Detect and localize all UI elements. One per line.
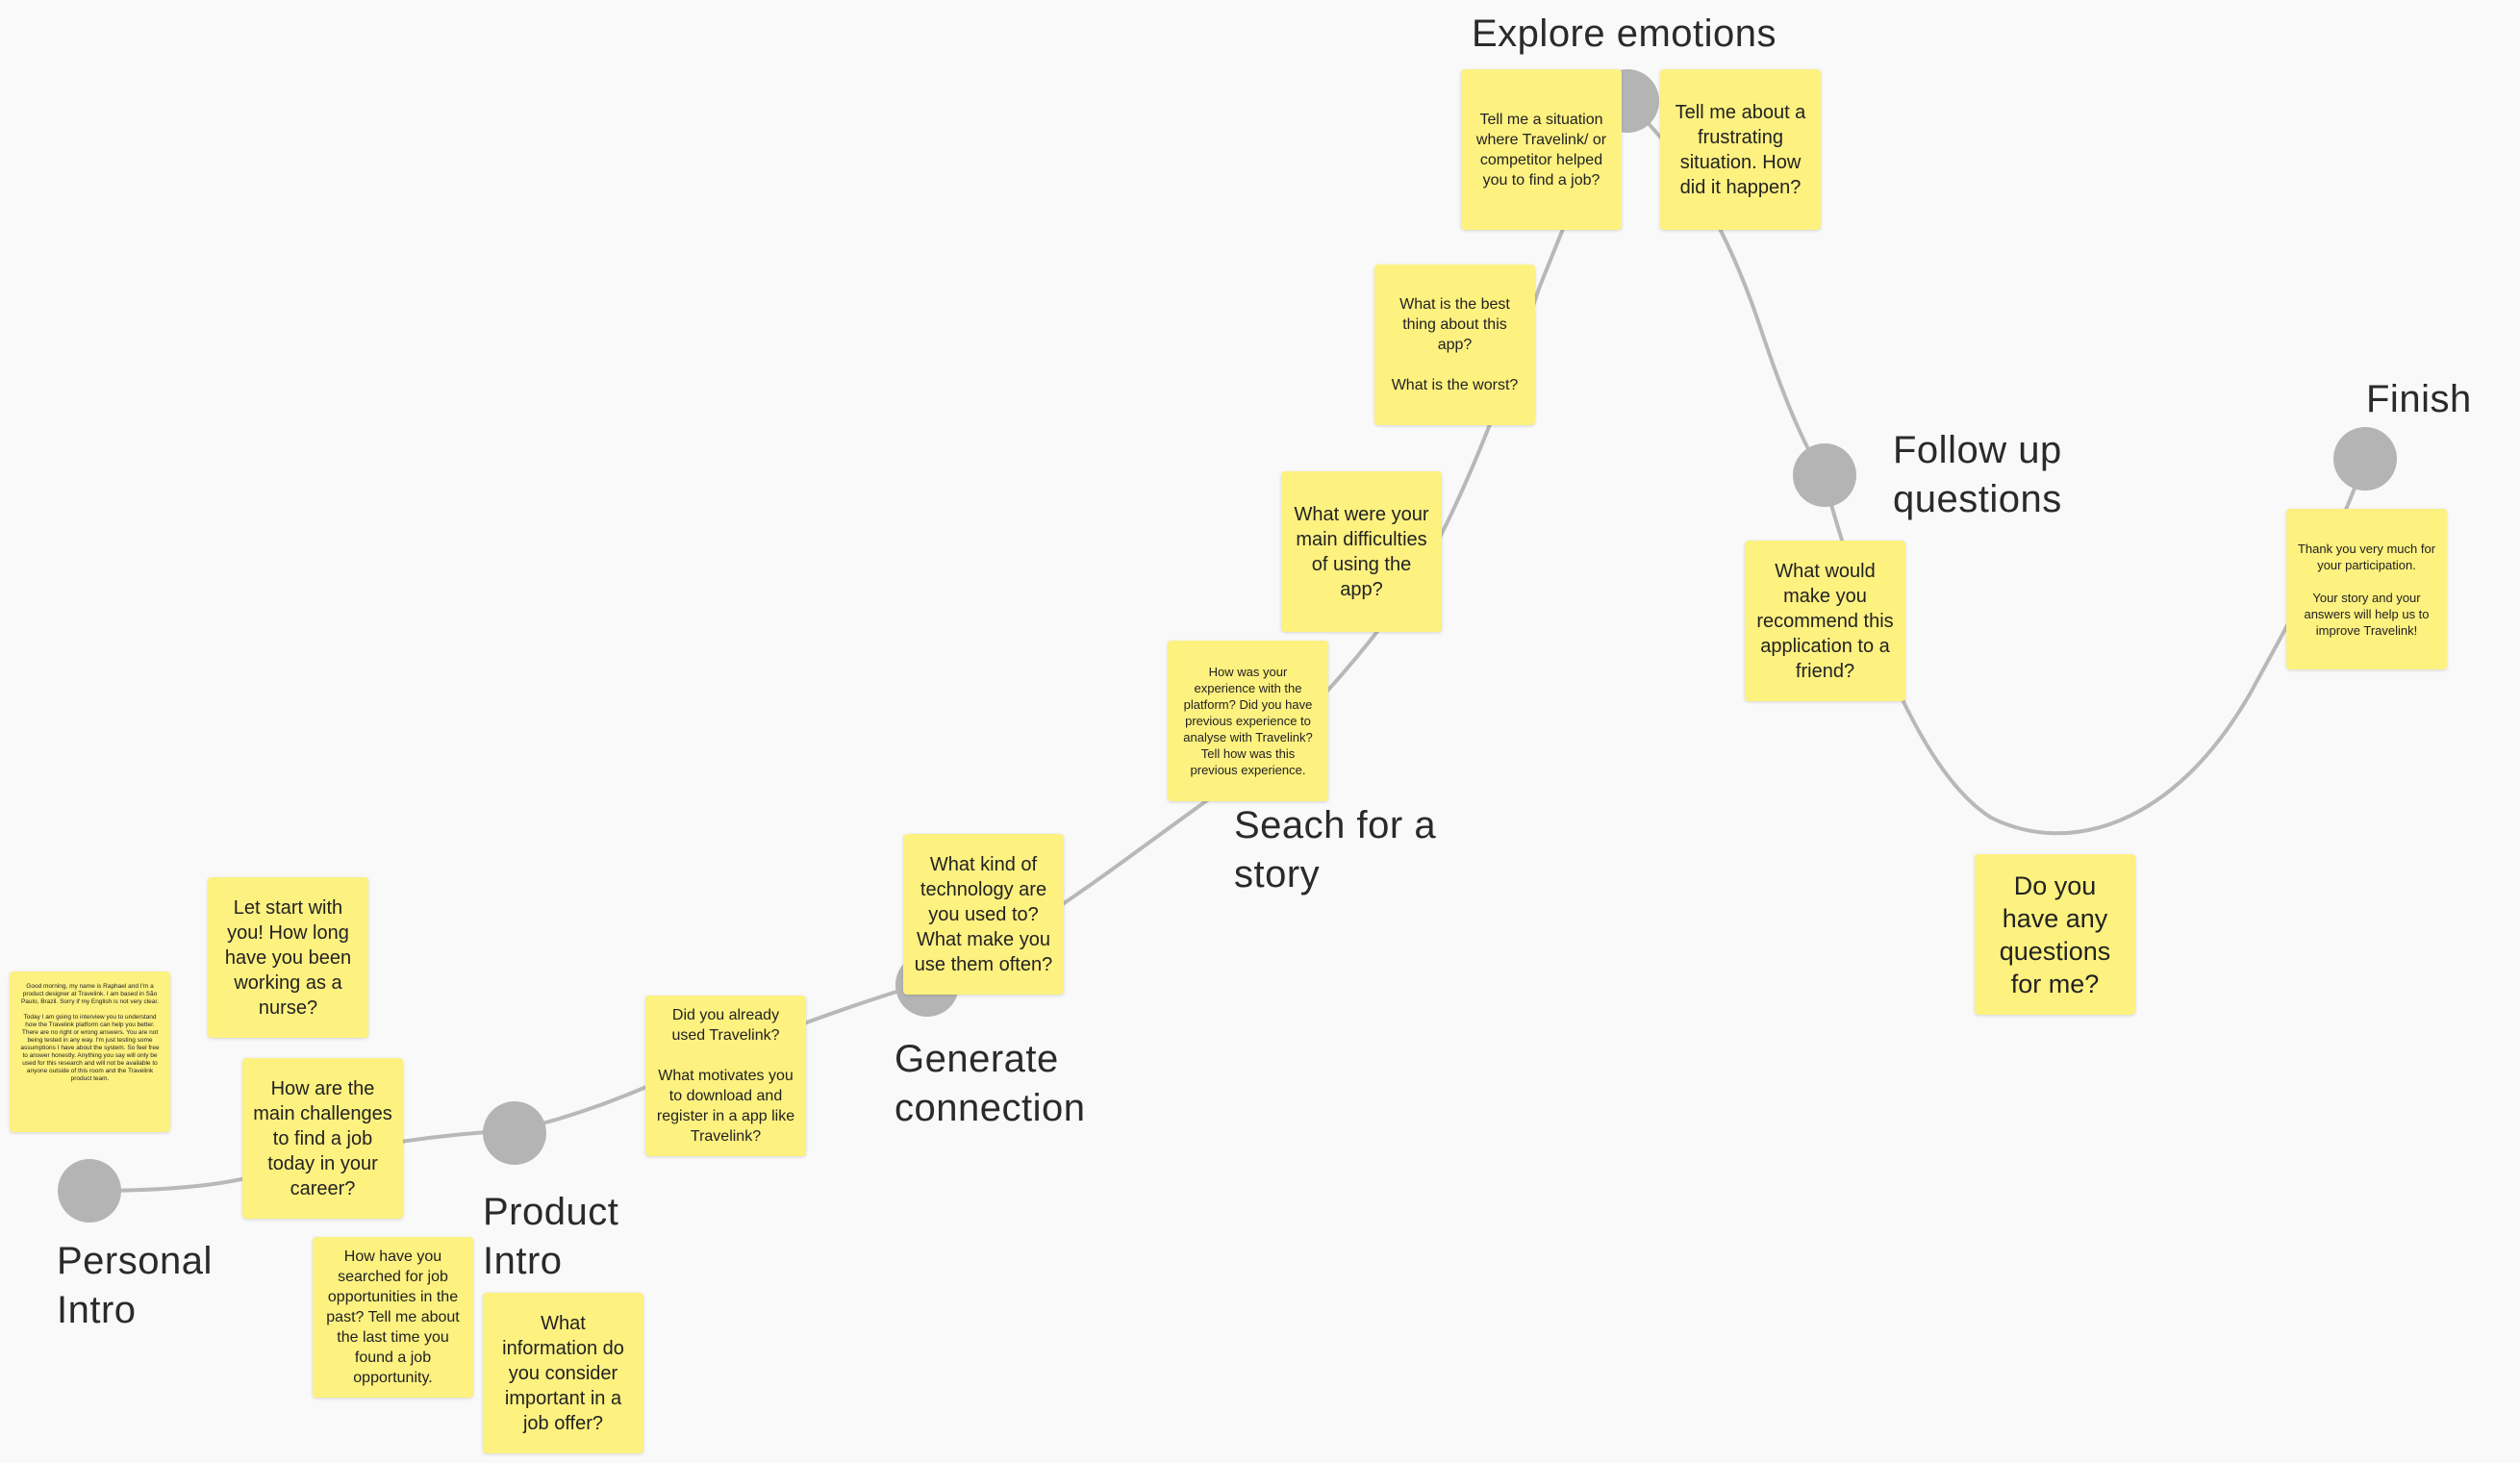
sticky-note-text: How was your experience with the platfor…	[1183, 665, 1313, 777]
sticky-note-best-thing[interactable]: What is the best thing about this app? W…	[1374, 265, 1535, 425]
sticky-note-searched-jobs[interactable]: How have you searched for job opportunit…	[313, 1237, 473, 1398]
sticky-note-frustrating[interactable]: Tell me about a frustrating situation. H…	[1660, 69, 1821, 230]
node-product-intro[interactable]	[483, 1101, 546, 1165]
stage-label-product-intro: Product Intro	[483, 1191, 619, 1282]
stage-label-personal-intro: Personal Intro	[57, 1240, 213, 1331]
stage-label-finish: Finish	[2366, 378, 2472, 420]
sticky-note-experience[interactable]: How was your experience with the platfor…	[1168, 641, 1328, 801]
sticky-note-intro-script[interactable]: Good morning, my name is Raphael and I'm…	[10, 971, 170, 1132]
stage-label-search-for-story: Seach for a story	[1234, 804, 1437, 895]
sticky-note-text: What would make you recommend this appli…	[1756, 560, 1894, 682]
sticky-note-text: What kind of technology are you used to?…	[914, 853, 1053, 975]
node-personal-intro[interactable]	[58, 1159, 121, 1223]
stage-label-follow-up-questions: Follow up questions	[1893, 429, 2062, 520]
sticky-note-text: Thank you very much for your participati…	[2297, 541, 2436, 638]
sticky-note-main-challenges[interactable]: How are the main challenges to find a jo…	[242, 1058, 403, 1219]
sticky-note-text: How are the main challenges to find a jo…	[253, 1077, 392, 1199]
sticky-note-already-used[interactable]: Did you already used Travelink? What mot…	[645, 996, 806, 1156]
sticky-note-technology[interactable]: What kind of technology are you used to?…	[903, 834, 1064, 995]
sticky-note-situation[interactable]: Tell me a situation where Travelink/ or …	[1461, 69, 1622, 230]
node-follow-up-questions[interactable]	[1793, 443, 1856, 507]
sticky-note-thank-you[interactable]: Thank you very much for your participati…	[2286, 509, 2447, 669]
stage-label-explore-emotions: Explore emotions	[1472, 13, 1777, 55]
sticky-note-important-info[interactable]: What information do you consider importa…	[483, 1293, 643, 1453]
sticky-note-text: What were your main difficulties of usin…	[1294, 503, 1429, 600]
sticky-note-let-start[interactable]: Let start with you! How long have you be…	[208, 877, 368, 1038]
sticky-note-difficulties[interactable]: What were your main difficulties of usin…	[1281, 471, 1442, 632]
sticky-note-text: Do you have any questions for me?	[1999, 870, 2111, 998]
sticky-note-text: How have you searched for job opportunit…	[326, 1249, 460, 1386]
sticky-note-text: Tell me about a frustrating situation. H…	[1675, 101, 1806, 198]
sticky-note-text: Tell me a situation where Travelink/ or …	[1475, 111, 1607, 189]
sticky-note-text: What is the best thing about this app? W…	[1391, 296, 1519, 393]
node-finish[interactable]	[2333, 427, 2397, 491]
sticky-note-text: Did you already used Travelink? What mot…	[656, 1007, 795, 1145]
stage-label-generate-connection: Generate connection	[895, 1038, 1086, 1129]
sticky-note-text: What information do you consider importa…	[502, 1312, 624, 1434]
sticky-note-text: Let start with you! How long have you be…	[224, 896, 352, 1019]
sticky-note-any-questions[interactable]: Do you have any questions for me?	[1975, 854, 2135, 1015]
sticky-note-text: Good morning, my name is Raphael and I'm…	[20, 983, 160, 1082]
sticky-note-recommend[interactable]: What would make you recommend this appli…	[1745, 541, 1905, 701]
